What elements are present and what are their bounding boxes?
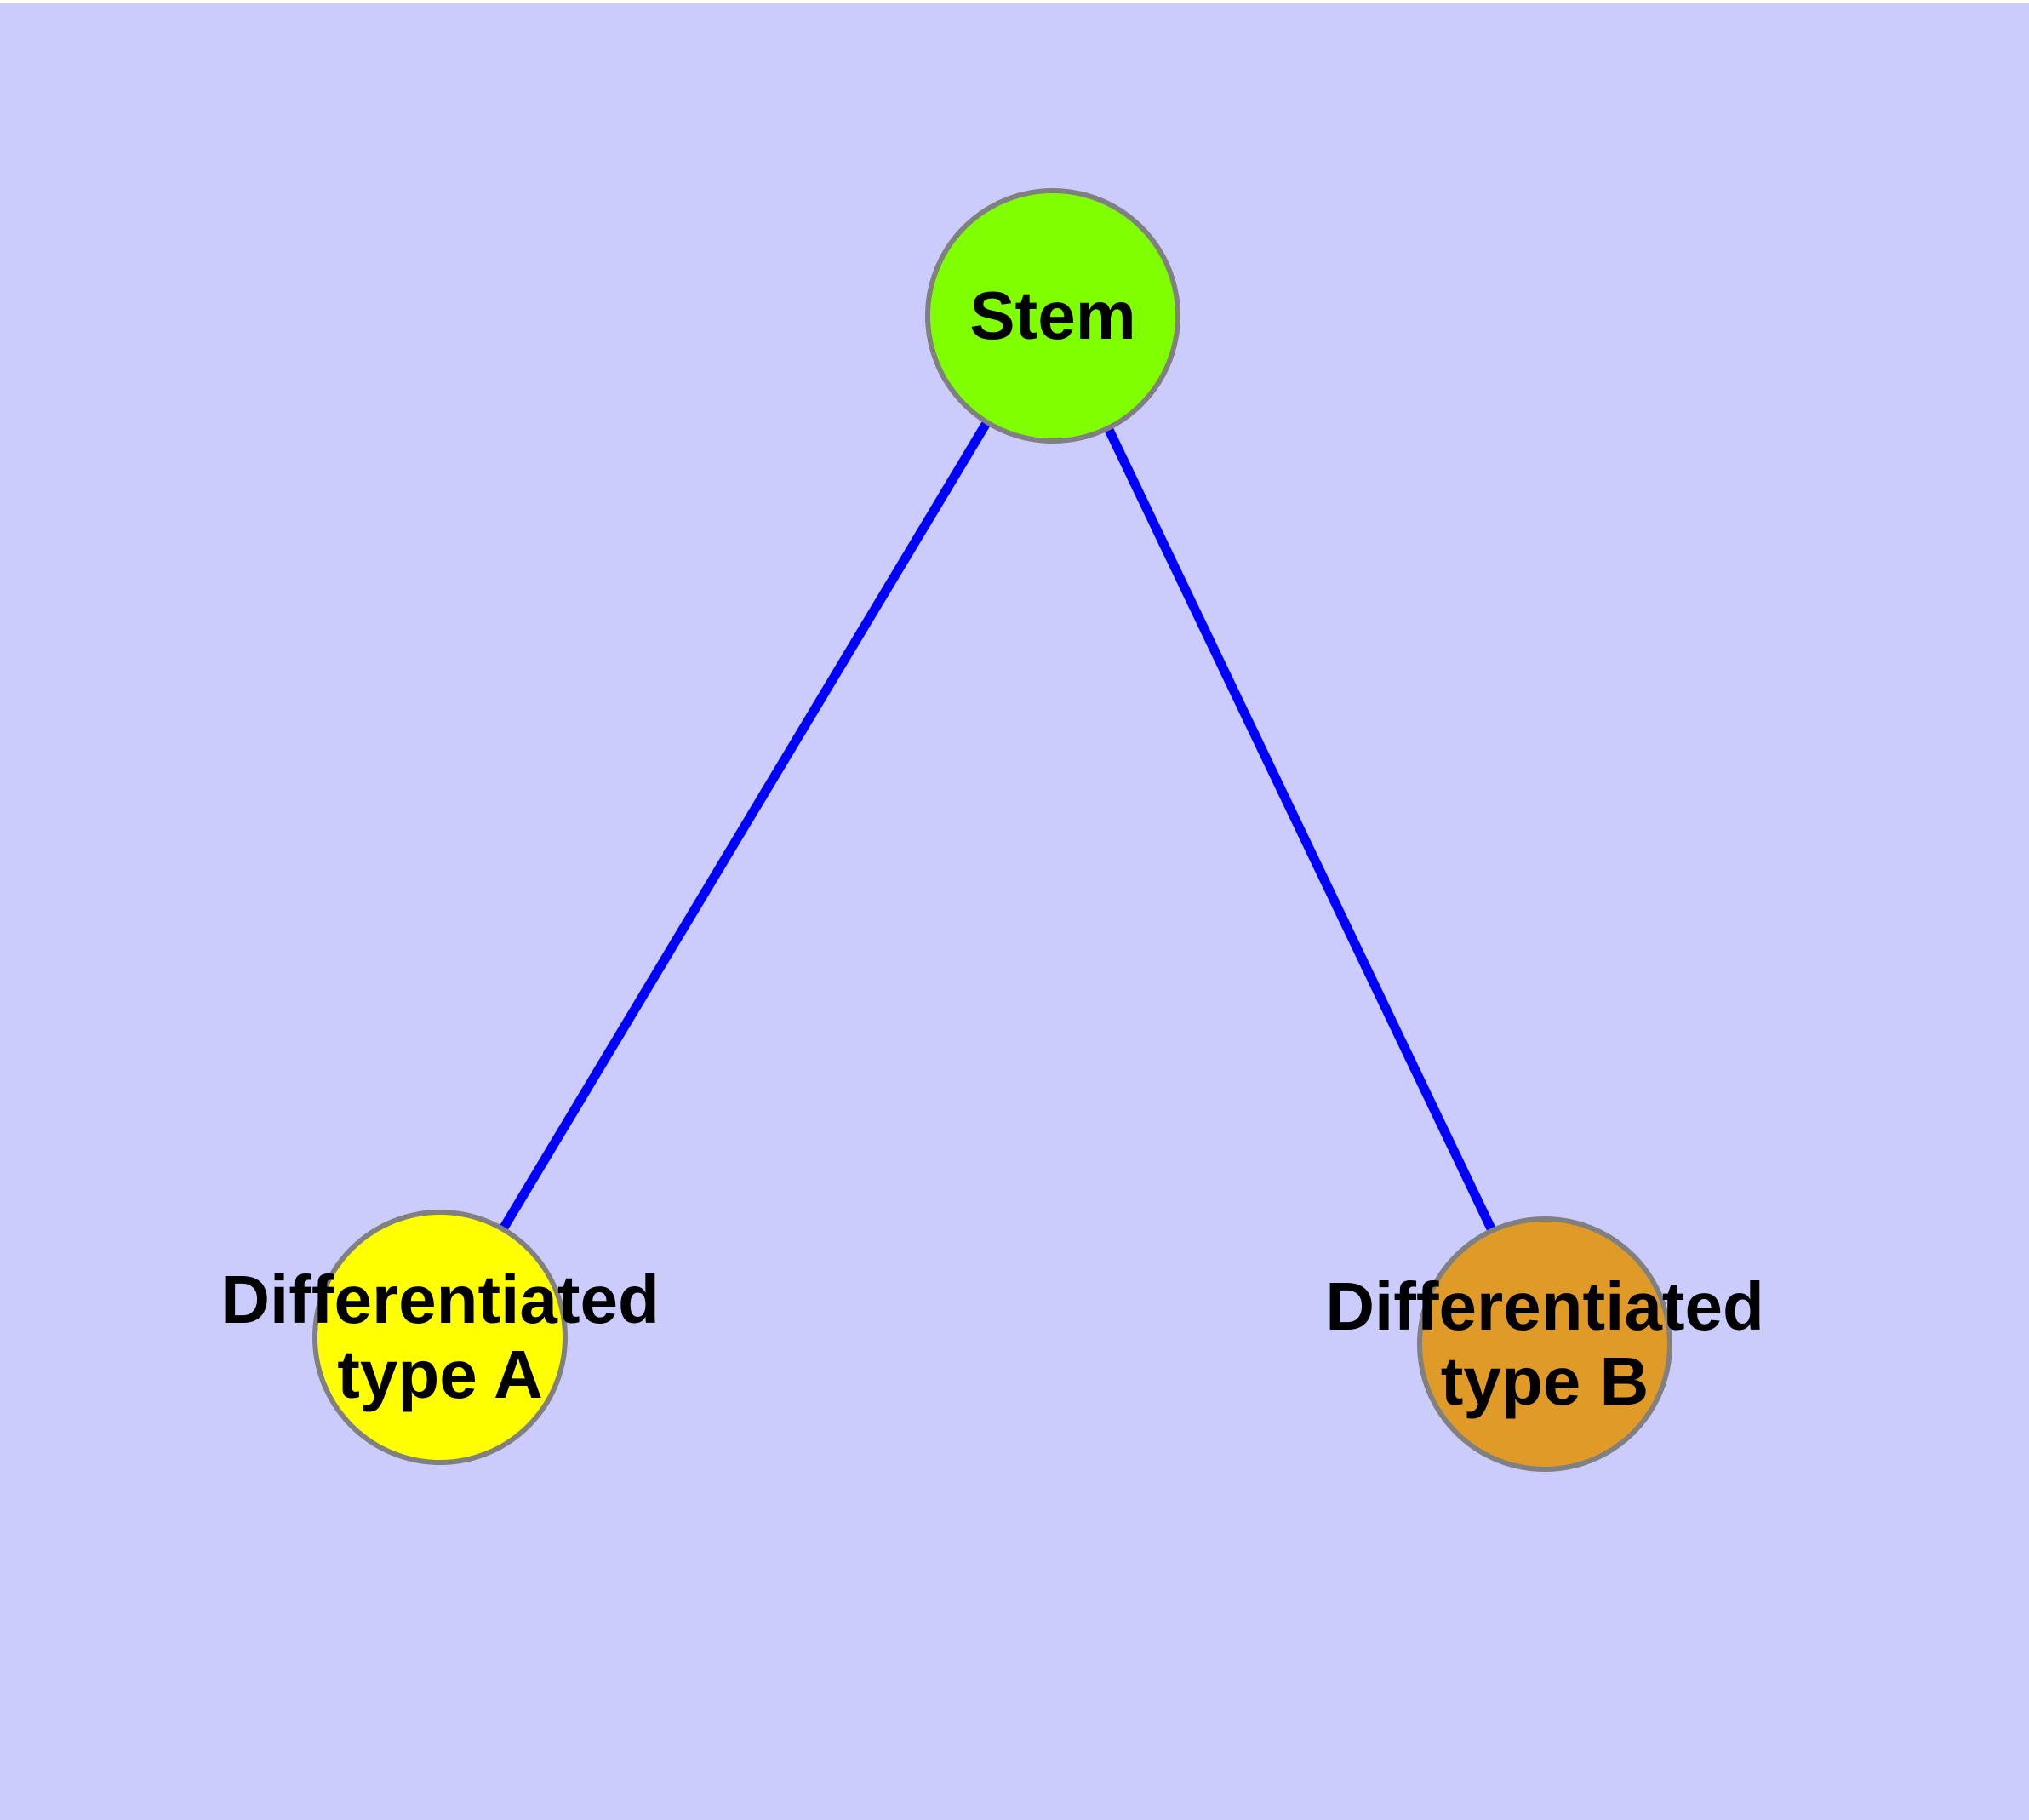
edge-layer (436, 310, 1549, 1343)
edge-stem-to-differentiated-type-a (436, 310, 1057, 1336)
node-differentiated-type-b[interactable] (1417, 1216, 1672, 1472)
node-differentiated-type-a[interactable] (312, 1210, 568, 1465)
node-stem[interactable] (925, 188, 1180, 444)
edge-stem-to-differentiated-type-b (1049, 310, 1549, 1343)
